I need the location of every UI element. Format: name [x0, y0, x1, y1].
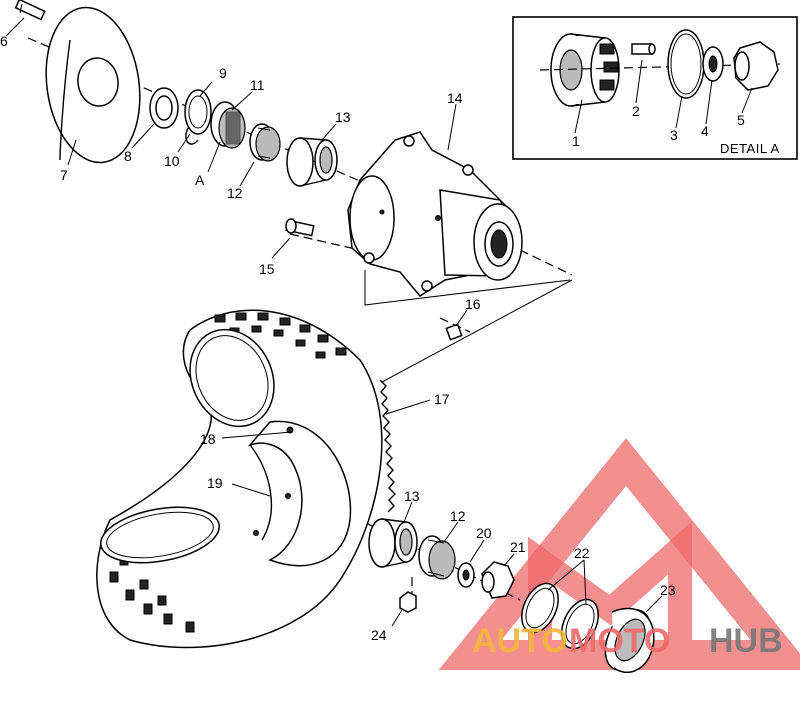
label-part-24: 24: [371, 627, 387, 643]
label-part-18: 18: [200, 431, 216, 447]
hub-cap-part-23: [604, 607, 655, 673]
bearing-part-12-lower: [418, 535, 456, 580]
label-part-17: 17: [434, 391, 450, 407]
detail-a-caption: DETAIL A: [720, 141, 780, 156]
stud-part-15: [285, 218, 315, 237]
label-part-2: 2: [632, 103, 640, 119]
label-part-19: 19: [207, 475, 223, 491]
tire-part-17: [96, 309, 396, 649]
part-labels: 1 2 3 4 5 6 7 8 9 10 11 A 12 13 14 15 16…: [0, 33, 780, 643]
hub-to-wheel-lines: [364, 270, 573, 383]
watermark-wordmark: AUTO MOTO HUB: [472, 622, 783, 660]
wheel-hub-part-14: [347, 131, 523, 297]
valve-part-16: [445, 323, 463, 341]
detail-a-panel: [512, 16, 798, 160]
label-part-12-lower: 12: [450, 508, 466, 524]
label-part-15: 15: [259, 261, 275, 277]
label-part-10: 10: [164, 153, 180, 169]
label-part-11: 11: [250, 77, 265, 93]
label-part-8: 8: [124, 148, 132, 164]
label-part-13-lower: 13: [404, 488, 420, 504]
label-part-22: 22: [574, 545, 590, 561]
bearing-race-part-13-lower: [368, 518, 418, 568]
detail-leader-lines: [574, 59, 753, 134]
nut-part-21: [481, 561, 515, 599]
ratchet-part-11: [210, 101, 246, 149]
label-part-7: 7: [60, 167, 68, 183]
bearing-race-part-13-upper: [286, 137, 338, 187]
rim-part-19: [247, 420, 352, 567]
bearing-part-12-upper: [249, 123, 281, 162]
label-part-16: 16: [465, 296, 481, 312]
label-part-23: 23: [660, 582, 676, 598]
detail-nut-part-5: [733, 41, 779, 91]
label-part-1: 1: [572, 133, 580, 149]
watermark-word-auto: AUTO: [472, 622, 568, 660]
label-part-14: 14: [447, 90, 463, 106]
snap-ring-part-10: [185, 127, 199, 145]
watermark-word-moto: MOTO: [569, 622, 670, 660]
seal-part-8: [149, 87, 179, 129]
seal-part-22: [521, 582, 599, 650]
label-part-21: 21: [510, 539, 526, 555]
brake-disc-part-7: [45, 6, 141, 164]
label-part-20: 20: [476, 525, 492, 541]
watermark-word-hub: HUB: [709, 622, 783, 660]
label-part-13-upper: 13: [335, 109, 351, 125]
label-part-9: 9: [219, 65, 227, 81]
detail-pin-part-2: [631, 43, 656, 55]
label-part-5: 5: [737, 112, 745, 128]
lug-nut-part-24: [399, 591, 417, 613]
label-part-3: 3: [670, 127, 678, 143]
detail-ratchet-hub-part-1: [550, 33, 620, 107]
detail-ring-part-3: [667, 29, 705, 99]
label-part-6: 6: [0, 33, 8, 49]
label-part-12-upper: 12: [227, 185, 243, 201]
label-part-4: 4: [701, 123, 709, 139]
label-ref-a: A: [195, 172, 205, 188]
bolt-part-6: [14, 0, 46, 21]
